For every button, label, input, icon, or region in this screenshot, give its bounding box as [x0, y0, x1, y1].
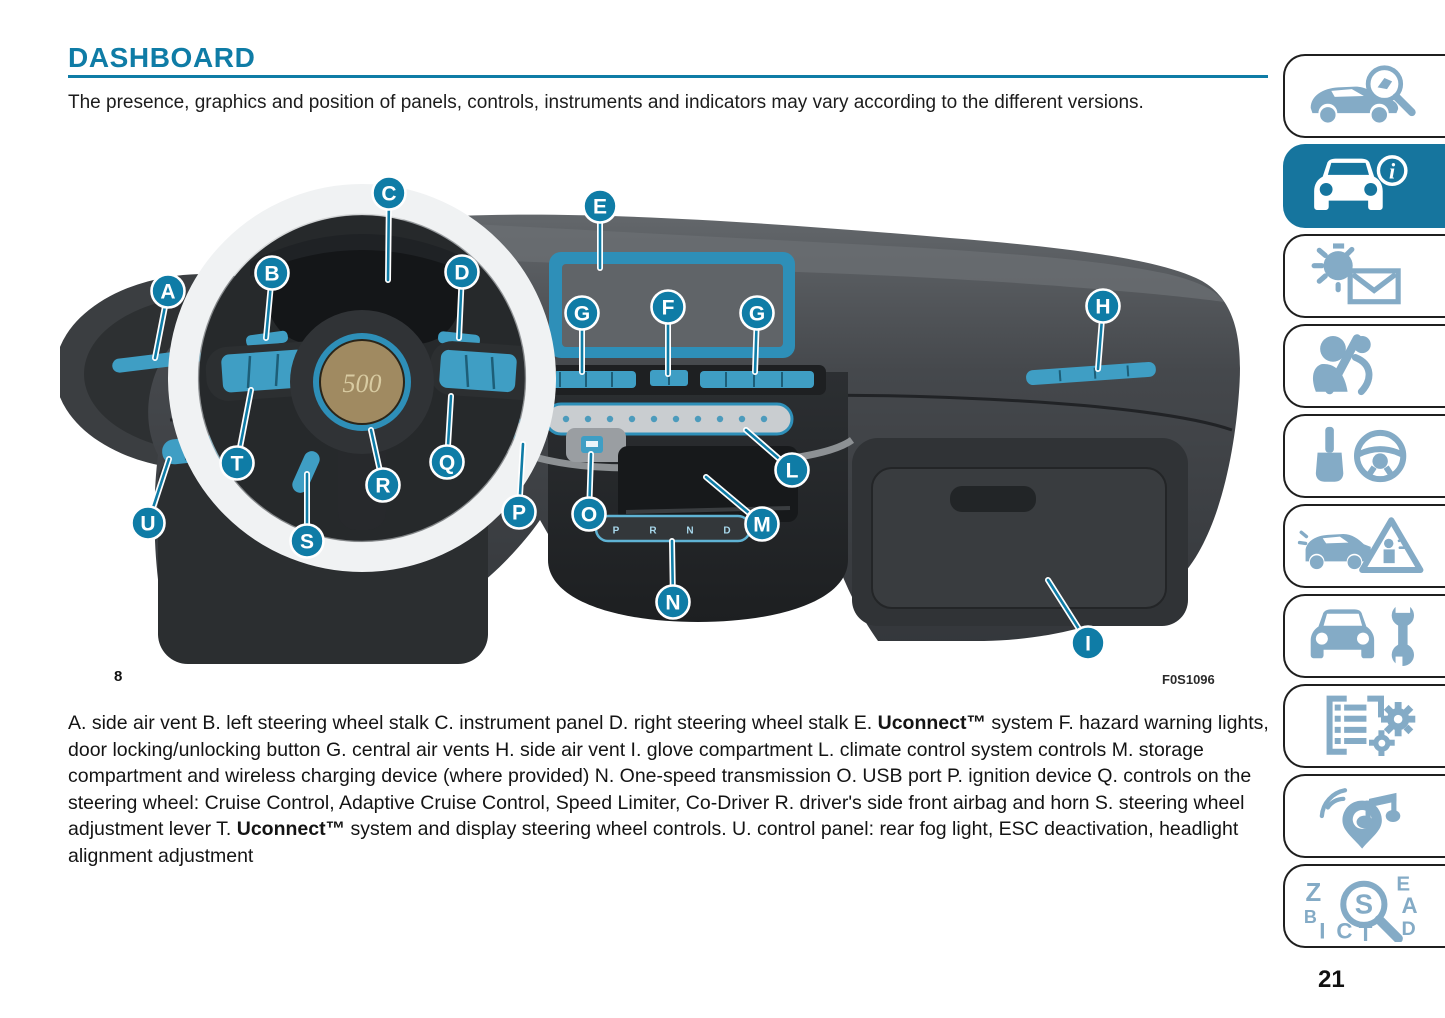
callout-E: E [582, 188, 618, 271]
callout-S: S [289, 471, 325, 559]
steering-wheel-controls-right [439, 349, 517, 393]
svg-text:U: U [140, 513, 155, 536]
figure-code: F0S1096 [1162, 672, 1215, 687]
svg-text:D: D [1402, 918, 1416, 940]
svg-text:G: G [574, 303, 590, 326]
svg-text:M: M [753, 514, 771, 537]
svg-text:I: I [1085, 633, 1091, 656]
svg-text:C: C [381, 183, 396, 206]
caption-text: A. side air vent B. left steering wheel … [68, 712, 878, 734]
callout-D: D [444, 254, 480, 341]
caption-text: system F. hazard warning lights, door lo… [68, 712, 1269, 840]
svg-text:Q: Q [439, 452, 455, 475]
callout-G: G [739, 295, 775, 375]
side-air-vent-right [1026, 361, 1156, 386]
callout-A: A [150, 273, 186, 361]
dashboard-figure: P R N D 500 [60, 175, 1240, 664]
callout-C: C [371, 175, 407, 283]
callout-I: I [1045, 577, 1106, 661]
page-title: DASHBOARD [68, 42, 256, 73]
multimedia-navigation-icon [1293, 780, 1433, 852]
hub-airbag: 500 [290, 310, 434, 454]
sidebar-tab-vehicle-overview[interactable] [1283, 54, 1445, 138]
gear-letter-N: N [686, 526, 693, 537]
sidebar-tab-knowing-the-vehicle[interactable]: i [1283, 144, 1445, 228]
sidebar-tab-servicing-and-care[interactable] [1283, 594, 1445, 678]
specs-gears-icon [1293, 690, 1433, 762]
airbag-seatbelt-icon [1293, 330, 1433, 402]
callout-G: G [564, 295, 600, 375]
callout-Q: Q [429, 393, 465, 480]
caption-brand-text: Uconnect™ [877, 712, 986, 734]
svg-text:R: R [375, 475, 390, 498]
gear-letter-P: P [613, 526, 620, 537]
hub-logo: 500 [343, 369, 382, 398]
svg-text:H: H [1095, 296, 1110, 319]
instrument-panel [268, 250, 460, 344]
sidebar-tab-in-an-emergency[interactable] [1283, 504, 1445, 588]
callout-M: M [703, 474, 780, 542]
title-underline [68, 75, 1268, 78]
sidebar-tab-technical-data[interactable] [1283, 684, 1445, 768]
caption-text: system and display steering wheel contro… [68, 818, 1239, 867]
svg-text:E: E [1396, 873, 1410, 896]
sidebar-tab-starting-and-driving[interactable] [1283, 414, 1445, 498]
intro-text: The presence, graphics and position of p… [68, 92, 1144, 113]
sidebar-tab-warning-lights-and-messages[interactable] [1283, 234, 1445, 318]
svg-text:C: C [1336, 919, 1352, 942]
svg-text:N: N [665, 592, 680, 615]
car-wrench-icon [1293, 600, 1433, 672]
callout-O: O [571, 451, 607, 532]
steering-wheel: 500 [168, 184, 557, 572]
svg-text:A: A [160, 281, 175, 304]
svg-text:i: i [1389, 158, 1396, 183]
page-number: 21 [1318, 966, 1345, 993]
svg-text:L: L [786, 460, 799, 483]
callout-R: R [365, 427, 401, 503]
callout-T: T [219, 387, 255, 481]
svg-text:I: I [1319, 919, 1325, 942]
usb-port [566, 428, 626, 462]
svg-text:F: F [662, 297, 675, 320]
svg-text:B: B [1304, 907, 1317, 927]
svg-text:P: P [512, 502, 526, 525]
figure-caption: A. side air vent B. left steering wheel … [68, 710, 1276, 869]
sidebar-tab-safety[interactable] [1283, 324, 1445, 408]
callout-U: U [130, 456, 172, 541]
ignition-steering-icon [1293, 420, 1433, 492]
gear-letter-R: R [649, 526, 657, 537]
callout-L: L [743, 427, 810, 488]
svg-text:B: B [264, 263, 279, 286]
svg-text:S: S [1355, 889, 1373, 920]
svg-text:E: E [593, 196, 607, 219]
caption-brand-text: Uconnect™ [236, 818, 346, 840]
car-info-icon: i [1293, 150, 1433, 222]
callout-B: B [254, 255, 290, 341]
center-air-vents [530, 365, 826, 395]
steering-wheel-controls-left [221, 349, 307, 393]
callout-P: P [501, 441, 537, 530]
svg-text:T: T [231, 453, 244, 476]
svg-text:S: S [300, 531, 314, 554]
callout-F: F [650, 289, 686, 377]
svg-text:D: D [454, 262, 469, 285]
gear-letter-D: D [723, 526, 730, 537]
figure-number: 8 [114, 668, 123, 685]
callout-H: H [1085, 288, 1121, 372]
svg-text:Z: Z [1306, 879, 1322, 907]
svg-text:A: A [1402, 893, 1418, 918]
sidebar-tab-multimedia[interactable] [1283, 774, 1445, 858]
warning-lights-envelope-icon [1293, 240, 1433, 312]
callout-N: N [655, 538, 691, 620]
svg-text:O: O [581, 504, 597, 527]
glove-compartment [852, 438, 1188, 626]
emergency-triangle-icon [1293, 510, 1433, 582]
svg-text:G: G [749, 303, 765, 326]
car-search-icon [1293, 60, 1433, 132]
